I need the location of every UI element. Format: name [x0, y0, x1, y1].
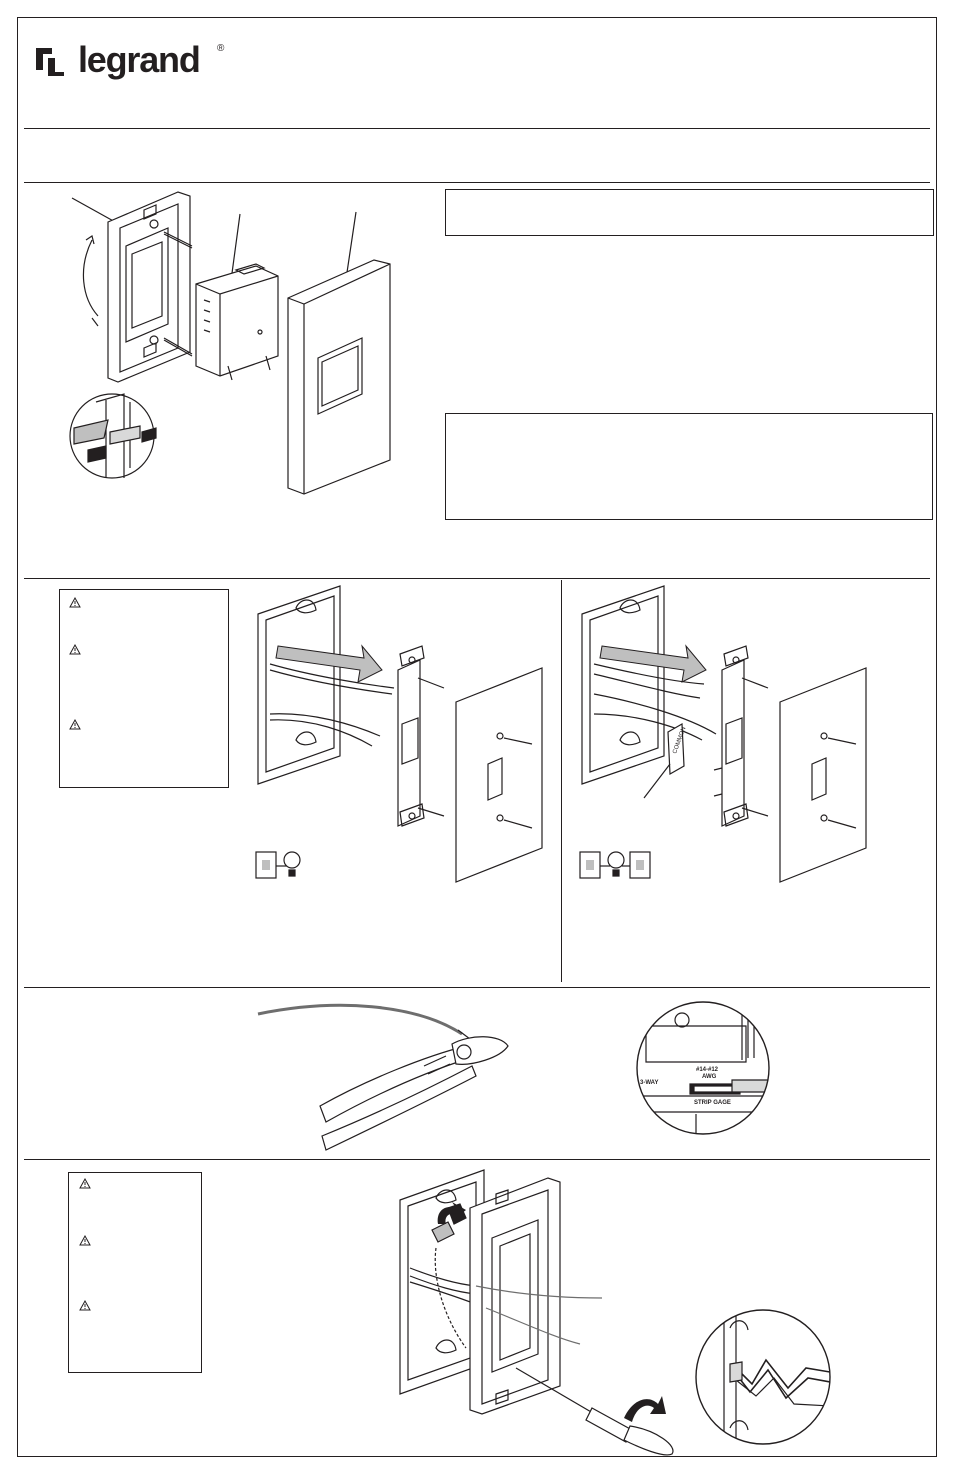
registered-mark: ®	[217, 43, 225, 54]
warning-box-2	[68, 1172, 202, 1373]
legrand-logo-icon	[36, 48, 64, 76]
legrand-logo: legrand ®	[34, 39, 234, 88]
wire-stripper-illustration	[257, 1003, 509, 1151]
column-divider	[561, 580, 562, 982]
logo-wordmark: legrand	[78, 39, 201, 80]
gauge-label-3way: 3-WAY	[640, 1080, 658, 1086]
section-rule-3	[24, 1159, 930, 1160]
wire-fold-inset	[694, 1308, 832, 1446]
light-bulb-icon	[607, 851, 625, 869]
warning-triangle-icon	[79, 1178, 91, 1189]
gauge-label-top: #14-#12	[696, 1067, 719, 1073]
gauge-label-awg: AWG	[702, 1074, 717, 1080]
light-bulb-icon	[283, 851, 301, 869]
strip-gauge-inset: #14-#12 AWG 3-WAY STRIP GAGE	[636, 996, 770, 1140]
page-border	[17, 17, 937, 1457]
info-box	[445, 413, 933, 520]
title-rule	[24, 182, 930, 183]
section-rule-2	[24, 987, 930, 988]
warning-triangle-icon	[79, 1300, 91, 1311]
warning-triangle-icon	[69, 719, 81, 730]
warning-triangle-icon	[69, 644, 81, 655]
note-box	[445, 189, 934, 236]
three-way-removal-illustration: COMMON	[579, 585, 867, 883]
single-pole-removal-illustration	[255, 585, 543, 883]
mounting-illustration	[399, 1169, 674, 1456]
warning-triangle-icon	[69, 597, 81, 608]
gauge-label-strip: STRIP GAGE	[694, 1100, 731, 1106]
warning-box-1	[59, 589, 229, 788]
exploded-device-illustration	[69, 191, 391, 495]
section-rule-1	[24, 578, 930, 579]
warning-triangle-icon	[79, 1235, 91, 1246]
header-rule	[24, 128, 930, 129]
